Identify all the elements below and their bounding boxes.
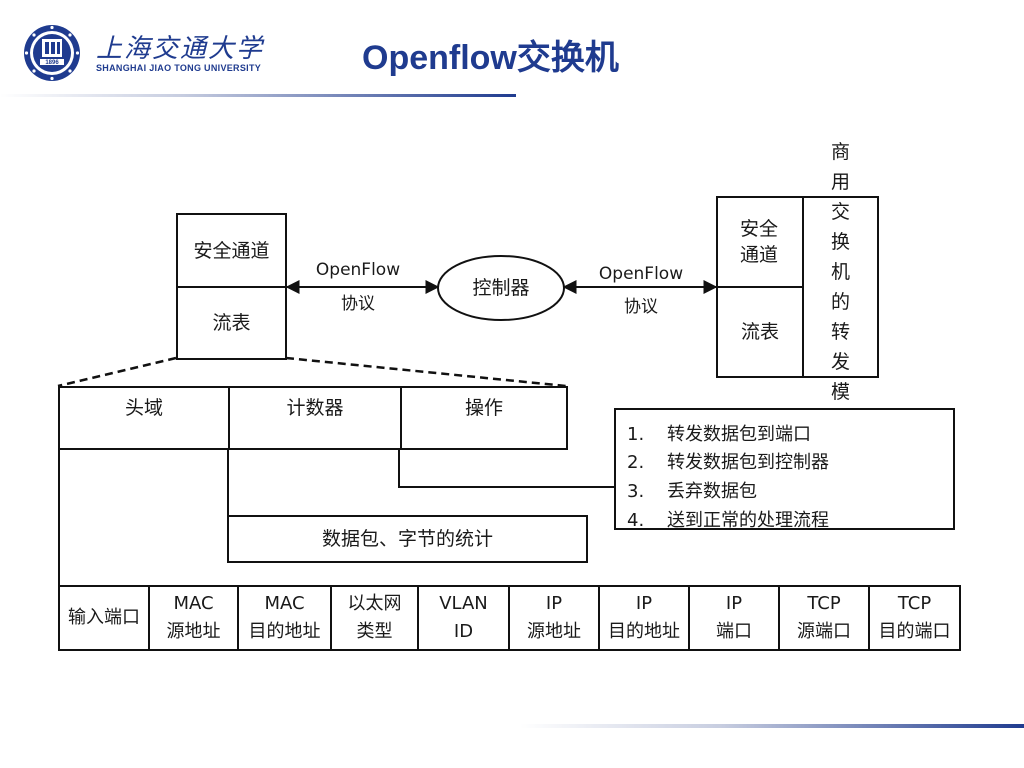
field-line1: IP <box>635 593 653 614</box>
link-right-protocol-sub: 协议 <box>582 292 700 317</box>
field-line1: TCP <box>807 593 841 614</box>
controller-label: 控制器 <box>472 277 530 299</box>
switch-right: 安全通道 流表 商用交换机的转发模块 <box>716 141 879 433</box>
action-num: 4. <box>627 510 645 531</box>
forwarding-module-label: 商用交换机的转发模块 <box>830 141 850 433</box>
flow-table-label: 流表 <box>212 312 251 334</box>
counter-desc-label: 数据包、字节的统计 <box>321 528 493 550</box>
logo-name-chinese: 上海交通大学 <box>96 34 265 64</box>
field-divider <box>688 585 690 651</box>
field-line1: IP <box>725 593 743 614</box>
field-eth-type: 以太网类型 <box>332 587 417 649</box>
field-divider <box>598 585 600 651</box>
field-divider <box>148 585 150 651</box>
action-text: 转发数据包到端口 <box>667 424 811 445</box>
switch-right-divider <box>718 286 802 288</box>
action-item-1: 1. 转发数据包到端口 <box>627 420 811 446</box>
field-line2: 源地址 <box>527 621 581 642</box>
flow-entry-divider-1 <box>228 388 230 448</box>
field-divider <box>237 585 239 651</box>
link-left-protocol: OpenFlow <box>298 260 418 280</box>
field-ip-port: IP 端口 <box>690 587 778 649</box>
action-label: 操作 <box>464 397 503 419</box>
field-line2: 端口 <box>716 621 752 642</box>
field-ip-src: IP 源地址 <box>510 587 598 649</box>
flow-entry-divider-2 <box>400 388 402 448</box>
action-list-box <box>614 408 955 530</box>
field-line2: 源端口 <box>797 621 851 642</box>
title-underline <box>0 94 516 97</box>
link-right-line2: 协议 <box>624 297 658 317</box>
action-text: 转发数据包到控制器 <box>667 452 829 473</box>
switch-right-vdivider <box>802 198 804 376</box>
action-item-4: 4. 送到正常的处理流程 <box>627 506 829 532</box>
link-right-protocol: OpenFlow <box>582 264 700 284</box>
field-divider <box>868 585 870 651</box>
link-left-line1: OpenFlow <box>315 260 401 280</box>
field-line2: 源地址 <box>166 621 221 642</box>
secure-channel-label: 安全通道 <box>193 239 270 262</box>
link-right-line1: OpenFlow <box>598 264 684 284</box>
footer-rule <box>520 724 1024 728</box>
field-divider <box>417 585 419 651</box>
action-num: 2. <box>627 452 645 473</box>
university-seal-icon <box>24 25 80 81</box>
header-field-label: 头域 <box>124 397 163 419</box>
counter-label: 计数器 <box>286 397 344 419</box>
action-item-2: 2. 转发数据包到控制器 <box>627 448 829 474</box>
university-logo: 1896 <box>22 23 82 83</box>
field-line2: 类型 <box>356 621 393 642</box>
logo-year: 1896 <box>45 60 59 66</box>
field-line1: TCP <box>897 593 932 614</box>
field-mac-src: MAC 源地址 <box>150 587 237 649</box>
controller-ellipse <box>437 255 565 321</box>
flow-table-label-right: 流表 <box>740 321 779 343</box>
field-line2: ID <box>453 621 474 642</box>
field-line1: 以太网 <box>347 593 402 614</box>
action-item-3: 3. 丢弃数据包 <box>627 477 757 503</box>
action-text: 丢弃数据包 <box>667 481 757 502</box>
field-ip-dst: IP 目的地址 <box>600 587 688 649</box>
field-tcp-src: TCP 源端口 <box>780 587 868 649</box>
switch-left: 安全通道 流表 <box>176 213 287 360</box>
field-line2: 目的端口 <box>878 621 951 642</box>
page-title: Openflow交换机 <box>362 39 619 77</box>
field-line1: MAC <box>264 593 305 614</box>
action-num: 1. <box>627 424 645 445</box>
field-in-port: 输入端口 <box>60 587 148 649</box>
field-line1: MAC <box>173 593 214 614</box>
field-line2: 目的地址 <box>248 621 321 642</box>
counter-desc-box: 数据包、字节的统计 <box>227 515 588 563</box>
secure-channel-label-right: 安全通道 <box>739 218 778 266</box>
field-tcp-dst: TCP 目的端口 <box>870 587 959 649</box>
action-num: 3. <box>627 481 645 502</box>
field-divider <box>330 585 332 651</box>
field-divider <box>508 585 510 651</box>
field-mac-dst: MAC 目的地址 <box>239 587 330 649</box>
flow-entry: 头域 计数器 操作 <box>58 386 568 450</box>
switch-divider <box>178 286 285 288</box>
link-left-protocol-sub: 协议 <box>298 289 418 314</box>
field-line1: IP <box>545 593 563 614</box>
field-line1: VLAN <box>439 593 488 614</box>
field-line1: 输入端口 <box>68 607 140 628</box>
field-vlan-id: VLAN ID <box>419 587 508 649</box>
field-divider <box>778 585 780 651</box>
link-left-line2: 协议 <box>341 294 375 314</box>
field-line2: 目的地址 <box>608 621 680 642</box>
logo-name-english: SHANGHAI JIAO TONG UNIVERSITY <box>96 63 262 73</box>
action-text: 送到正常的处理流程 <box>667 510 829 531</box>
